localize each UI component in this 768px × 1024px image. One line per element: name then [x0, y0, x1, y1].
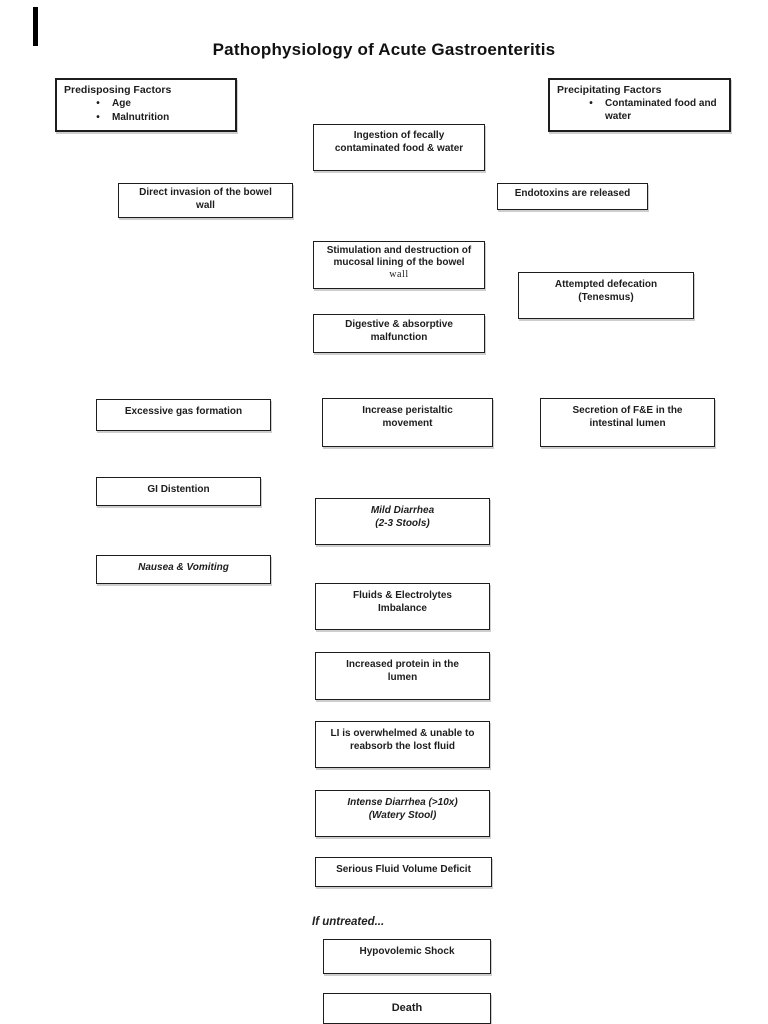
predisposing-factors-box: Predisposing Factors • Age • Malnutritio…	[55, 78, 237, 132]
box-text-line: (Tenesmus)	[578, 291, 634, 303]
precipitating-factors-title: Precipitating Factors	[557, 84, 662, 96]
list-item-label: Contaminated food and water	[605, 98, 717, 123]
box-text-line: lumen	[387, 671, 418, 683]
flow-box-nausea-vomiting: Nausea & Vomiting	[96, 555, 271, 584]
box-text-line: movement	[382, 417, 433, 429]
box-text-line: Excessive gas formation	[124, 406, 243, 417]
list-item-label: Age	[112, 98, 131, 110]
flow-box-gi-distention: GI Distention	[96, 477, 261, 506]
flow-box-excessive-gas: Excessive gas formation	[96, 399, 271, 431]
box-text-line: Imbalance	[378, 602, 427, 614]
flow-box-fluid-deficit: Serious Fluid Volume Deficit	[315, 857, 492, 887]
box-text-line: intestinal lumen	[589, 417, 666, 429]
flow-box-li-overwhelmed: LI is overwhelmed & unable to reabsorb t…	[315, 721, 490, 768]
box-text-line: Direct invasion of the bowel	[139, 187, 272, 198]
box-text-line: Mild Diarrhea	[370, 505, 435, 516]
flow-box-mild-diarrhea: Mild Diarrhea (2-3 Stools)	[315, 498, 490, 545]
bullet-icon: •	[589, 98, 593, 110]
list-item: • Age	[64, 98, 228, 111]
box-text-line: Ingestion of fecally	[353, 130, 445, 141]
flow-box-peristaltic: Increase peristaltic movement	[322, 398, 493, 447]
box-text-line: GI Distention	[147, 484, 210, 495]
box-text-line: Increase peristaltic	[362, 405, 453, 416]
flow-box-hypovolemic-shock: Hypovolemic Shock	[323, 939, 491, 974]
flow-box-endotoxins: Endotoxins are released	[497, 183, 648, 210]
bullet-icon: •	[96, 98, 100, 110]
page-title: Pathophysiology of Acute Gastroenteritis	[212, 40, 556, 59]
flow-box-digestive-malfunction: Digestive & absorptive malfunction	[313, 314, 485, 353]
box-text-line: Endotoxins are released	[514, 188, 631, 199]
box-text-line: Nausea & Vomiting	[138, 562, 229, 573]
if-untreated-label: If untreated...	[312, 916, 385, 928]
list-item: • Malnutrition	[64, 112, 228, 125]
predisposing-factors-title: Predisposing Factors	[64, 84, 172, 96]
box-text-line: reabsorb the lost fluid	[349, 740, 455, 752]
box-text-line: (Watery Stool)	[368, 809, 437, 821]
box-text-line: Hypovolemic Shock	[359, 946, 455, 957]
bullet-icon: •	[96, 112, 100, 124]
precipitating-factors-box: Precipitating Factors • Contaminated foo…	[548, 78, 731, 132]
box-text-line: Intense Diarrhea (>10x)	[347, 797, 458, 808]
box-text-line: Increased protein in the	[346, 659, 459, 670]
flow-box-ingestion: Ingestion of fecally contaminated food &…	[313, 124, 485, 171]
box-text-line: (2-3 Stools)	[375, 517, 430, 529]
box-text-line: Fluids & Electrolytes	[353, 590, 452, 601]
box-text-line: LI is overwhelmed & unable to	[330, 728, 475, 739]
flow-box-fe-imbalance: Fluids & Electrolytes Imbalance	[315, 583, 490, 630]
box-text-line: malfunction	[370, 331, 428, 343]
box-text-line: Stimulation and destruction of	[326, 245, 472, 256]
flow-box-stimulation: Stimulation and destruction of mucosal l…	[313, 241, 485, 289]
box-text-line: wall	[196, 199, 215, 211]
list-item: • Contaminated food and water	[557, 98, 722, 124]
flow-box-attempted-defecation: Attempted defecation (Tenesmus)	[518, 272, 694, 319]
flow-box-secretion-fe: Secretion of F&E in the intestinal lumen	[540, 398, 715, 447]
stray-ink-mark	[33, 7, 38, 46]
box-text-line: mucosal lining of the bowel	[333, 257, 465, 269]
box-text-line: Digestive & absorptive	[345, 319, 453, 330]
flow-box-death: Death	[323, 993, 491, 1024]
flow-box-intense-diarrhea: Intense Diarrhea (>10x) (Watery Stool)	[315, 790, 490, 837]
flow-box-increased-protein: Increased protein in the lumen	[315, 652, 490, 700]
flow-box-direct-invasion: Direct invasion of the bowel wall	[118, 183, 293, 218]
list-item-label: Malnutrition	[112, 112, 170, 124]
box-text-line: Serious Fluid Volume Deficit	[336, 864, 471, 875]
box-text-line: Death	[391, 1002, 423, 1014]
box-text-line: Attempted defecation	[554, 279, 658, 290]
box-text-line: wall	[389, 269, 409, 281]
box-text-line: Secretion of F&E in the	[572, 405, 683, 416]
box-text-line: contaminated food & water	[334, 142, 464, 154]
